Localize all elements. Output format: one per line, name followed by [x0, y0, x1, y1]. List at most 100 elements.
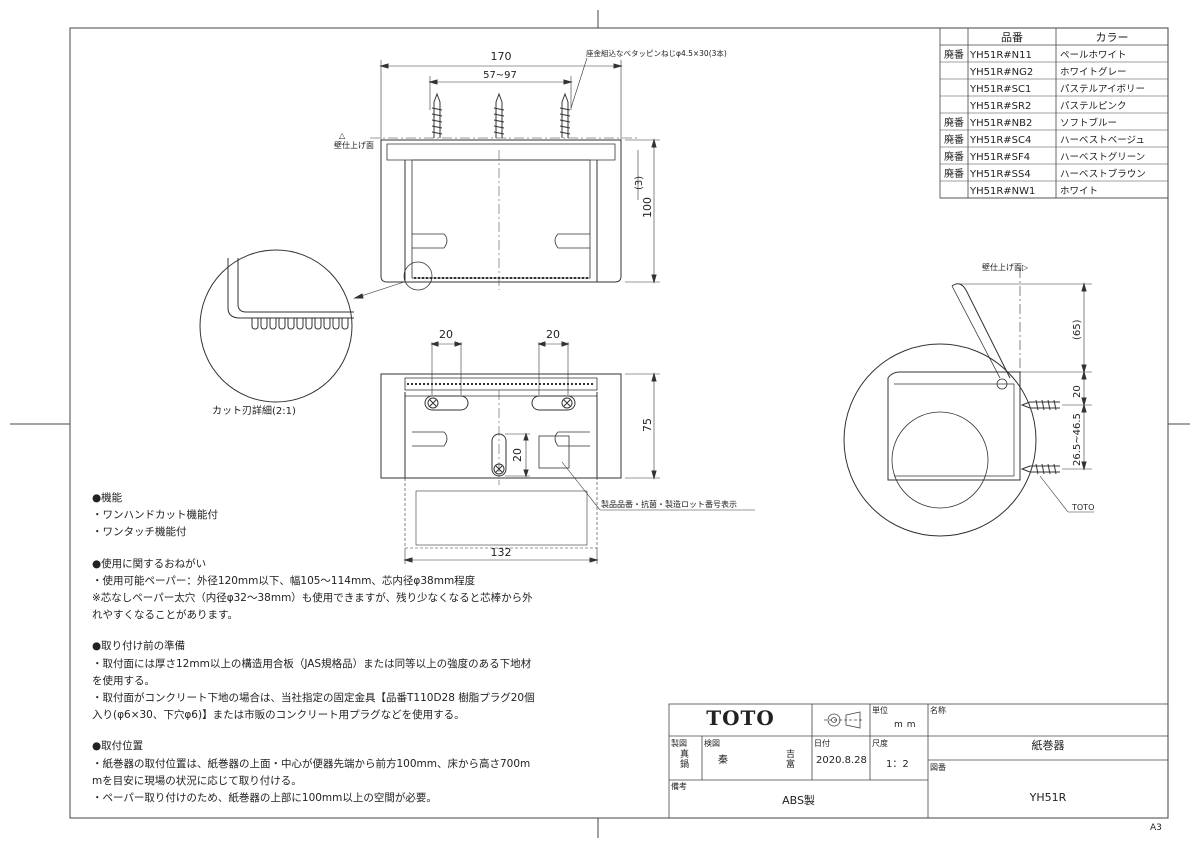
front-view	[353, 57, 660, 299]
pos-title: ●取付位置	[92, 740, 144, 753]
drawn-by: 真鍋	[680, 750, 690, 770]
cut-blade-tooth	[287, 318, 295, 330]
dim-170: 170	[491, 50, 512, 63]
func-title: ●機能	[92, 492, 123, 504]
wall-finish-mark: △	[339, 131, 346, 140]
pos-item-1: ・紙巻器の取付位置は、紙巻器の上面・中心が便器先端から前方100mm、床から高さ…	[92, 757, 531, 770]
table-row-status: 廃番	[944, 48, 964, 61]
drawing-no-label: 図番	[930, 763, 946, 772]
brand-logo: TOTO	[706, 706, 775, 730]
cut-blade-tooth	[314, 318, 322, 330]
sheet-size: A3	[1150, 823, 1162, 833]
drawing-frame	[69, 27, 1169, 819]
scale-value: 1：2	[886, 759, 909, 770]
table-row-part: YH51R#SS4	[969, 169, 1031, 180]
dim-20-right: 20	[546, 328, 560, 341]
table-row-status: 廃番	[944, 133, 964, 146]
cut-blade-tooth	[332, 318, 340, 330]
cut-blade-tooth	[296, 318, 304, 330]
func-item-2: ・ワンタッチ機能付	[92, 526, 187, 539]
projection-symbol-icon	[824, 711, 864, 729]
unit-value: mm	[894, 720, 920, 730]
table-row-part: YH51R#SR2	[969, 101, 1031, 112]
prep-item-3: ・取付面がコンクリート下地の場合は、当社指定の固定金具【品番T110D28 樹脂…	[92, 692, 535, 705]
use-item-3: れやすくなることがあります。	[92, 609, 238, 622]
prep-item-2: を使用する。	[92, 674, 155, 687]
table-row-color: パステルピンク	[1060, 101, 1127, 112]
table-row-part: YH51R#SC1	[969, 84, 1031, 95]
cut-blade-tooth	[323, 318, 331, 330]
table-row-part: YH51R#NG2	[969, 67, 1033, 78]
detail-label: カット刃詳細(2:1)	[212, 404, 296, 417]
date-value: 2020.8.28	[816, 755, 867, 766]
dim-20-vertical: 20	[511, 448, 524, 462]
dim-20-left: 20	[439, 328, 453, 341]
table-row-color: ハーベストブラウン	[1060, 168, 1146, 180]
dim-57-97: 57~97	[483, 70, 517, 81]
dim-75: 75	[641, 418, 654, 432]
side-wall-finish: 壁仕上げ面▷	[982, 262, 1029, 272]
screw-note: 座金組込なべタッピンねじφ4.5×30(3本)	[586, 48, 727, 58]
cut-blade-tooth	[260, 318, 268, 330]
table-row-color: パステルアイボリー	[1060, 84, 1145, 95]
table-row-status: 廃番	[944, 116, 964, 129]
bottom-view	[380, 341, 755, 564]
table-row-color: ソフトブルー	[1060, 117, 1117, 129]
side-view	[843, 268, 1094, 537]
approved-by: 吉富	[786, 750, 796, 770]
checked-label: 検図	[704, 739, 720, 748]
drawing-no: YH51R	[1029, 791, 1067, 804]
dim-26-46: 26.5~46.5	[1072, 413, 1083, 466]
table-row-part: YH51R#SF4	[969, 152, 1030, 163]
scale-label: 尺度	[872, 739, 888, 748]
dim-3: (3)	[634, 176, 645, 190]
date-label: 日付	[814, 739, 830, 748]
pos-item-2: mを目安に現場の状況に応じて取り付ける。	[92, 774, 302, 787]
name-label: 名称	[930, 706, 946, 715]
table-row-part: YH51R#NW1	[969, 186, 1035, 197]
toto-mark-label: TOTO	[1071, 503, 1094, 512]
unit-label: 単位	[872, 706, 888, 715]
table-row-color: ハーベストグリーン	[1060, 151, 1145, 163]
cut-blade-tooth	[269, 318, 277, 330]
wall-finish-label: 壁仕上げ面	[334, 140, 374, 150]
table-row-color: ホワイト	[1060, 186, 1098, 197]
table-row-part: YH51R#NB2	[969, 118, 1032, 129]
prep-item-1: ・取付面には厚さ12mm以上の構造用合板（JAS規格品）または同等以上の強度のあ…	[92, 657, 532, 670]
table-row-part: YH51R#SC4	[969, 135, 1031, 146]
table-row-color: ハーベストベージュ	[1060, 135, 1145, 146]
remarks-label: 備考	[671, 782, 687, 791]
lot-note: 製品品番・抗菌・製造ロット番号表示	[601, 499, 737, 509]
table-rows: 廃番 YH51R#N11 ペールホワイト YH51R#NG2 ホワイトグレー YH51R#…	[940, 48, 1168, 199]
cut-blade-tooth	[305, 318, 313, 330]
pos-item-3: ・ペーパー取り付けのため、紙巻器の上部に100mm以上の空間が必要。	[92, 792, 437, 805]
notes-section: ●機能 ・ワンハンドカット機能付 ・ワンタッチ機能付 ●使用に関するおねがい ・…	[92, 490, 652, 807]
prep-title: ●取り付け前の準備	[92, 640, 186, 653]
table-row-color: ペールホワイト	[1060, 50, 1127, 61]
product-name: 紙巻器	[1031, 739, 1065, 752]
dim-65: (65)	[1072, 319, 1083, 340]
material: ABS製	[782, 794, 815, 807]
drawn-label: 製図	[671, 739, 687, 748]
cut-blade-tooth	[341, 318, 349, 330]
table-row-status: 廃番	[944, 167, 964, 180]
table-header-part: 品番	[1001, 31, 1023, 44]
cut-blade-tooth	[251, 318, 259, 330]
table-header-color: カラー	[1096, 31, 1129, 44]
title-block-frame	[668, 703, 1169, 819]
dim-20-side: 20	[1072, 385, 1083, 398]
table-row-color: ホワイトグレー	[1060, 66, 1127, 78]
use-item-2: ※芯なしペーパー太穴（内径φ32～38mm）も使用できますが、残り少なくなると芯…	[92, 592, 533, 605]
use-title: ●使用に関するおねがい	[92, 557, 207, 570]
cut-blade-tooth	[278, 318, 286, 330]
func-item-1: ・ワンハンドカット機能付	[92, 509, 218, 522]
dim-132: 132	[491, 546, 512, 559]
cut-blade-detail	[199, 249, 354, 403]
table-row-part: YH51R#N11	[969, 50, 1032, 61]
checked-by: 秦	[718, 755, 728, 766]
table-row-status: 廃番	[944, 150, 964, 163]
dim-100: 100	[641, 197, 654, 218]
use-item-1: ・使用可能ペーパー：外径120mm以下、幅105～114mm、芯内径φ38mm程…	[92, 574, 476, 587]
prep-item-4: 入り(φ6×30、下穴φ6)】または市販のコンクリート用プラグなどを使用する。	[92, 709, 465, 722]
